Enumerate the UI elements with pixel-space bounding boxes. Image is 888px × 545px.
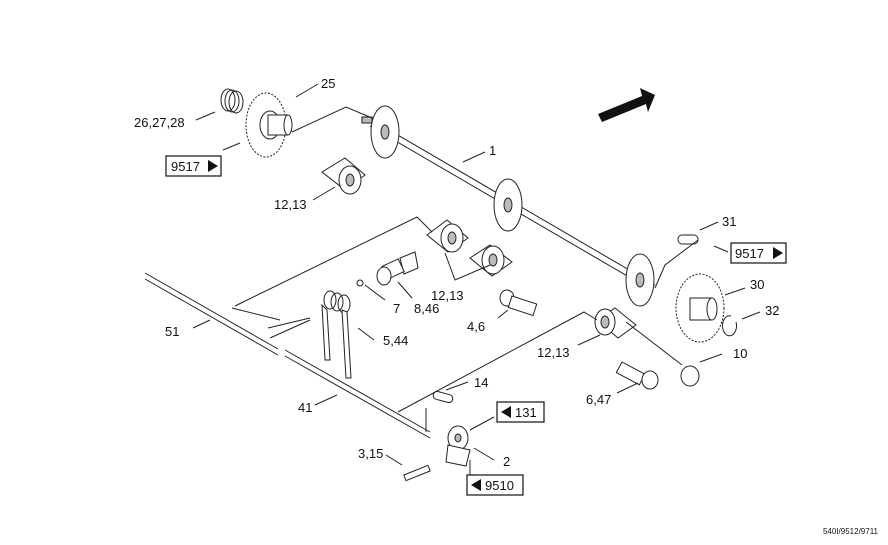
bolt-4-6 [499, 289, 538, 317]
star-wheel-3 [625, 253, 655, 307]
crank-2 [445, 425, 471, 467]
play-right-icon [208, 160, 218, 172]
ref-131-text: 131 [515, 405, 537, 420]
key-31 [677, 234, 699, 245]
label-51: 51 [165, 324, 179, 339]
ref-box-131[interactable]: 131 [496, 401, 545, 423]
shaft-end-pin [361, 116, 373, 124]
drawing-reference: 540I/9512/9711 [822, 527, 878, 536]
bushing-10 [680, 365, 700, 387]
bolt-6-47 [615, 361, 659, 390]
label-14: 14 [474, 375, 488, 390]
label-12-13-top: 12,13 [274, 197, 307, 212]
label-31: 31 [722, 214, 736, 229]
bearing-flange-right [594, 307, 637, 339]
label-7: 7 [393, 301, 400, 316]
label-2: 2 [503, 454, 510, 469]
play-left-icon [471, 479, 481, 491]
pin-3-15 [403, 464, 431, 482]
ref-box-9517-top[interactable]: 9517 [165, 155, 222, 177]
label-3-15: 3,15 [358, 446, 383, 461]
spring-26 [220, 88, 244, 114]
gear-30 [675, 273, 725, 343]
label-4-6: 4,6 [467, 319, 485, 334]
washer-7 [356, 279, 364, 287]
star-wheel-2 [493, 178, 523, 232]
direction-arrow-icon [598, 88, 655, 122]
bearing-flange-mid [426, 219, 513, 277]
label-41: 41 [298, 400, 312, 415]
play-right-icon [773, 247, 783, 259]
label-10: 10 [733, 346, 747, 361]
ref-9517-right-text: 9517 [735, 246, 764, 261]
label-32: 32 [765, 303, 779, 318]
ref-9510-text: 9510 [485, 478, 514, 493]
tine-assembly-5-44 [267, 290, 352, 379]
ref-9517-top-text: 9517 [171, 159, 200, 174]
play-left-icon [501, 406, 511, 418]
label-8-46: 8,46 [414, 301, 439, 316]
label-1: 1 [489, 143, 496, 158]
bolt-8-46 [376, 251, 419, 286]
key-14 [432, 390, 454, 404]
bearing-flange-top [321, 157, 366, 195]
label-26-27-28: 26,27,28 [134, 115, 185, 130]
label-30: 30 [750, 277, 764, 292]
label-12-13-mid: 12,13 [431, 288, 464, 303]
circlip-32 [722, 315, 737, 337]
gear-25 [245, 92, 293, 158]
label-5-44: 5,44 [383, 333, 408, 348]
leader-lines [192, 83, 761, 480]
rod-51 [144, 272, 279, 356]
rod-41 [284, 349, 431, 439]
ref-box-9517-right[interactable]: 9517 [730, 242, 787, 264]
star-wheel-1 [370, 105, 400, 159]
ref-box-9510[interactable]: 9510 [466, 474, 524, 496]
label-12-13-right: 12,13 [537, 345, 570, 360]
label-6-47: 6,47 [586, 392, 611, 407]
label-25: 25 [321, 76, 335, 91]
